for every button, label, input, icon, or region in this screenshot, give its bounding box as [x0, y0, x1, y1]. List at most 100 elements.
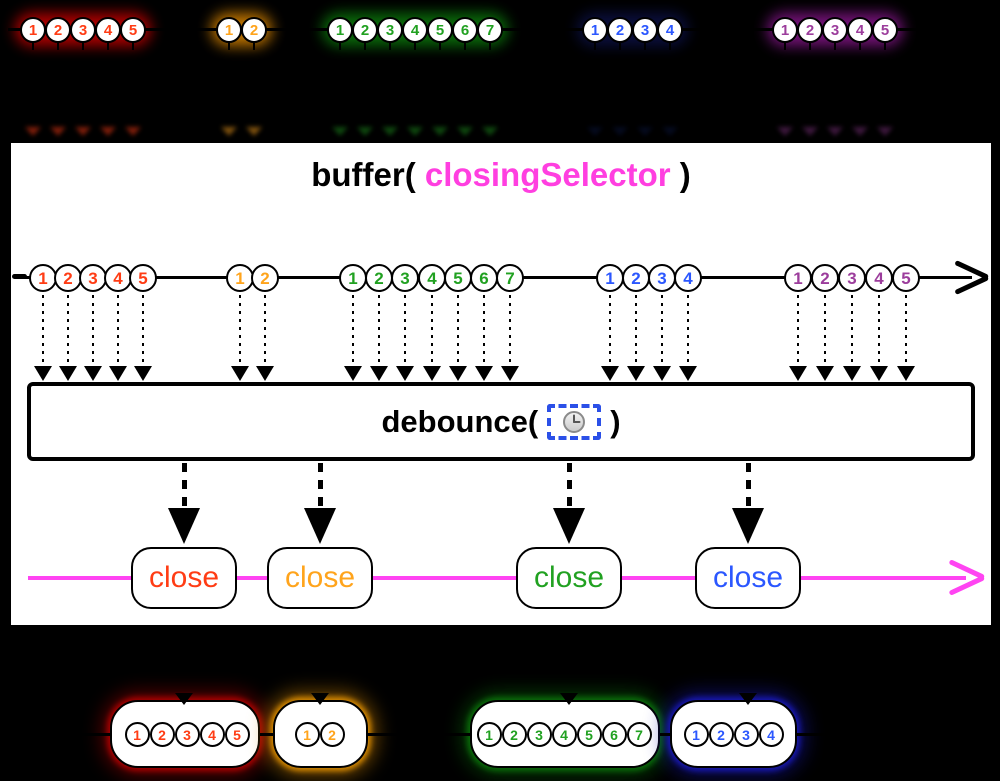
event-drop-arrowhead [843, 366, 861, 381]
output-arrow-tip [560, 693, 578, 705]
marble-stem [669, 42, 671, 50]
arrow-glow-remnant [407, 127, 423, 136]
marble-stem [57, 42, 59, 50]
arrow-glow-remnant [357, 127, 373, 136]
output-timeline-segment [260, 733, 273, 736]
marble-stem [32, 42, 34, 50]
output-marble-red-1: 1 [124, 722, 150, 747]
timeline-marble-purple-4: 4 [865, 264, 893, 292]
marble-stem [364, 42, 366, 50]
event-drop-line [352, 295, 354, 366]
event-drop-line [239, 295, 241, 366]
timeline-marble-green-1: 1 [339, 264, 367, 292]
input-marble-blue-2: 2 [607, 17, 633, 43]
timeline-marble-orange-1: 1 [226, 264, 254, 292]
close-event-box-orange: close [267, 547, 373, 609]
arrow-glow-remnant [432, 127, 448, 136]
timeline-marble-green-7: 7 [496, 264, 524, 292]
output-marble-green-1: 1 [476, 722, 502, 747]
event-drop-arrowhead [396, 366, 414, 381]
event-drop-arrowhead [870, 366, 888, 381]
output-timeline-segment [55, 733, 110, 736]
marble-stem [834, 42, 836, 50]
output-marble-red-2: 2 [149, 722, 175, 747]
input-marble-red-5: 5 [120, 17, 146, 43]
event-drop-line [92, 295, 94, 366]
event-drop-arrowhead [475, 366, 493, 381]
timeline-marble-green-5: 5 [444, 264, 472, 292]
input-marble-purple-2: 2 [797, 17, 823, 43]
close-signal-arrowhead [732, 508, 764, 544]
output-marble-blue-4: 4 [758, 722, 784, 747]
marble-stem [439, 42, 441, 50]
output-marble-green-3: 3 [526, 722, 552, 747]
event-drop-arrowhead [134, 366, 152, 381]
arrow-glow-remnant [637, 127, 653, 136]
operator-function-open: debounce( [381, 403, 539, 439]
timeline-marble-red-5: 5 [129, 264, 157, 292]
event-drop-line [797, 295, 799, 366]
event-drop-arrowhead [789, 366, 807, 381]
event-drop-line [404, 295, 406, 366]
event-drop-arrowhead [256, 366, 274, 381]
close-signal-line [567, 463, 572, 508]
input-marble-orange-2: 2 [241, 17, 267, 43]
output-timeline-segment [797, 733, 858, 736]
marble-stem [619, 42, 621, 50]
arrow-glow-remnant [802, 127, 818, 136]
event-drop-arrowhead [897, 366, 915, 381]
event-drop-line [609, 295, 611, 366]
arrow-glow-remnant [221, 127, 237, 136]
closing-stream-timeline [28, 576, 966, 580]
arrow-glow-remnant [457, 127, 473, 136]
event-drop-arrowhead [449, 366, 467, 381]
input-marble-green-2: 2 [352, 17, 378, 43]
marble-stem [464, 42, 466, 50]
arrow-glow-remnant [482, 127, 498, 136]
timeline-marble-blue-4: 4 [674, 264, 702, 292]
arrow-glow-remnant [587, 127, 603, 136]
timeline-marble-green-4: 4 [418, 264, 446, 292]
page-title: buffer( closingSelector ) [11, 156, 991, 194]
marble-stem [884, 42, 886, 50]
marble-stem [253, 42, 255, 50]
operator-function-close: ) [610, 403, 621, 439]
title-argument: closingSelector [424, 156, 671, 193]
event-drop-arrowhead [344, 366, 362, 381]
output-marble-blue-1: 1 [683, 722, 709, 747]
arrow-glow-remnant [777, 127, 793, 136]
arrow-glow-remnant [827, 127, 843, 136]
marble-stem [489, 42, 491, 50]
timeline-marble-red-2: 2 [54, 264, 82, 292]
timeline-marble-red-1: 1 [29, 264, 57, 292]
event-drop-line [483, 295, 485, 366]
title-function-close: ) [670, 156, 691, 193]
input-marble-green-6: 6 [452, 17, 478, 43]
output-timeline-segment [368, 733, 470, 736]
output-marble-green-7: 7 [626, 722, 652, 747]
operator-box: debounce( ) [27, 382, 975, 461]
marble-stem [644, 42, 646, 50]
input-marble-purple-1: 1 [772, 17, 798, 43]
output-marble-green-4: 4 [551, 722, 577, 747]
arrow-glow-remnant [75, 127, 91, 136]
marble-stem [784, 42, 786, 50]
input-marble-red-3: 3 [70, 17, 96, 43]
marble-stem [132, 42, 134, 50]
event-drop-line [905, 295, 907, 366]
marble-stem [339, 42, 341, 50]
arrow-glow-remnant [50, 127, 66, 136]
close-signal-line [182, 463, 187, 508]
input-marble-green-3: 3 [377, 17, 403, 43]
output-marble-orange-2: 2 [319, 722, 345, 747]
output-arrow-tip [739, 693, 757, 705]
timeline-marble-red-4: 4 [104, 264, 132, 292]
input-marble-blue-3: 3 [632, 17, 658, 43]
event-drop-arrowhead [109, 366, 127, 381]
output-marble-green-2: 2 [501, 722, 527, 747]
input-marble-red-2: 2 [45, 17, 71, 43]
event-drop-arrowhead [501, 366, 519, 381]
event-drop-arrowhead [816, 366, 834, 381]
timeline-marble-blue-3: 3 [648, 264, 676, 292]
